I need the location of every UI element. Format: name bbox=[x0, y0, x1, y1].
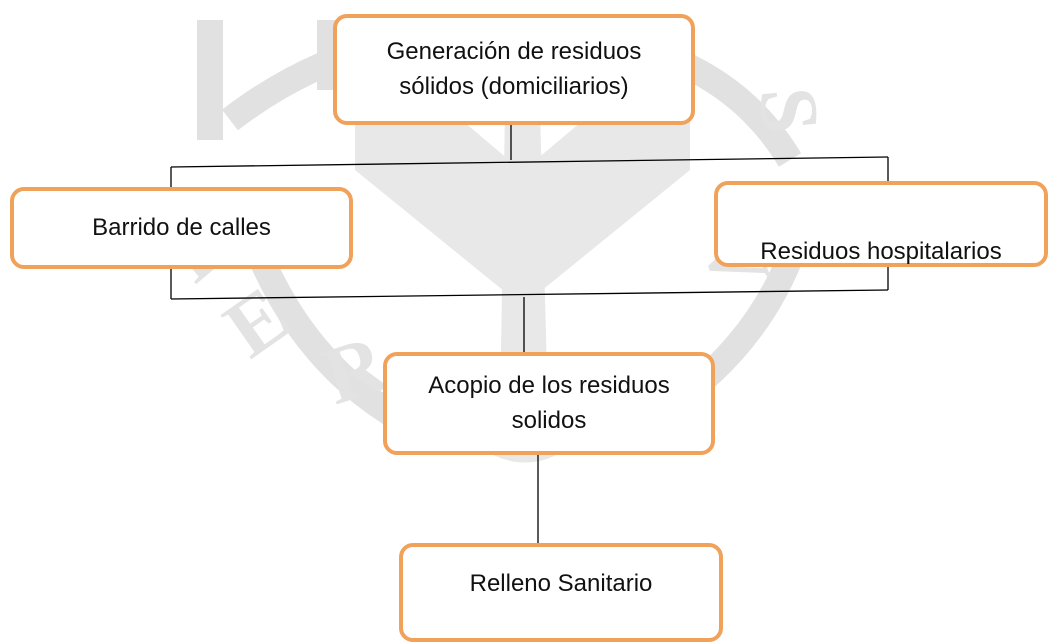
node-residuos-hospitalarios-label: Residuos hospitalarios bbox=[760, 238, 1002, 265]
node-generacion-residuos-label: Generación de residuos sólidos (domicili… bbox=[386, 37, 642, 100]
node-barrido-calles: Barrido de calles bbox=[10, 187, 353, 269]
node-residuos-hospitalarios: Residuos hospitalarios bbox=[714, 181, 1048, 267]
node-relleno-sanitario: Relleno Sanitario bbox=[399, 543, 723, 642]
connector-lower-bracket bbox=[170, 289, 889, 300]
node-acopio-residuos-label: Acopio de los residuos solidos bbox=[428, 371, 670, 434]
svg-text:S: S bbox=[742, 84, 837, 137]
node-barrido-calles-label: Barrido de calles bbox=[92, 213, 271, 241]
svg-text:E: E bbox=[208, 269, 305, 375]
node-generacion-residuos: Generación de residuos sólidos (domicili… bbox=[333, 14, 695, 125]
connector-upper-bracket bbox=[170, 156, 889, 168]
node-acopio-residuos: Acopio de los residuos solidos bbox=[383, 352, 715, 455]
node-relleno-sanitario-label: Relleno Sanitario bbox=[469, 570, 653, 597]
